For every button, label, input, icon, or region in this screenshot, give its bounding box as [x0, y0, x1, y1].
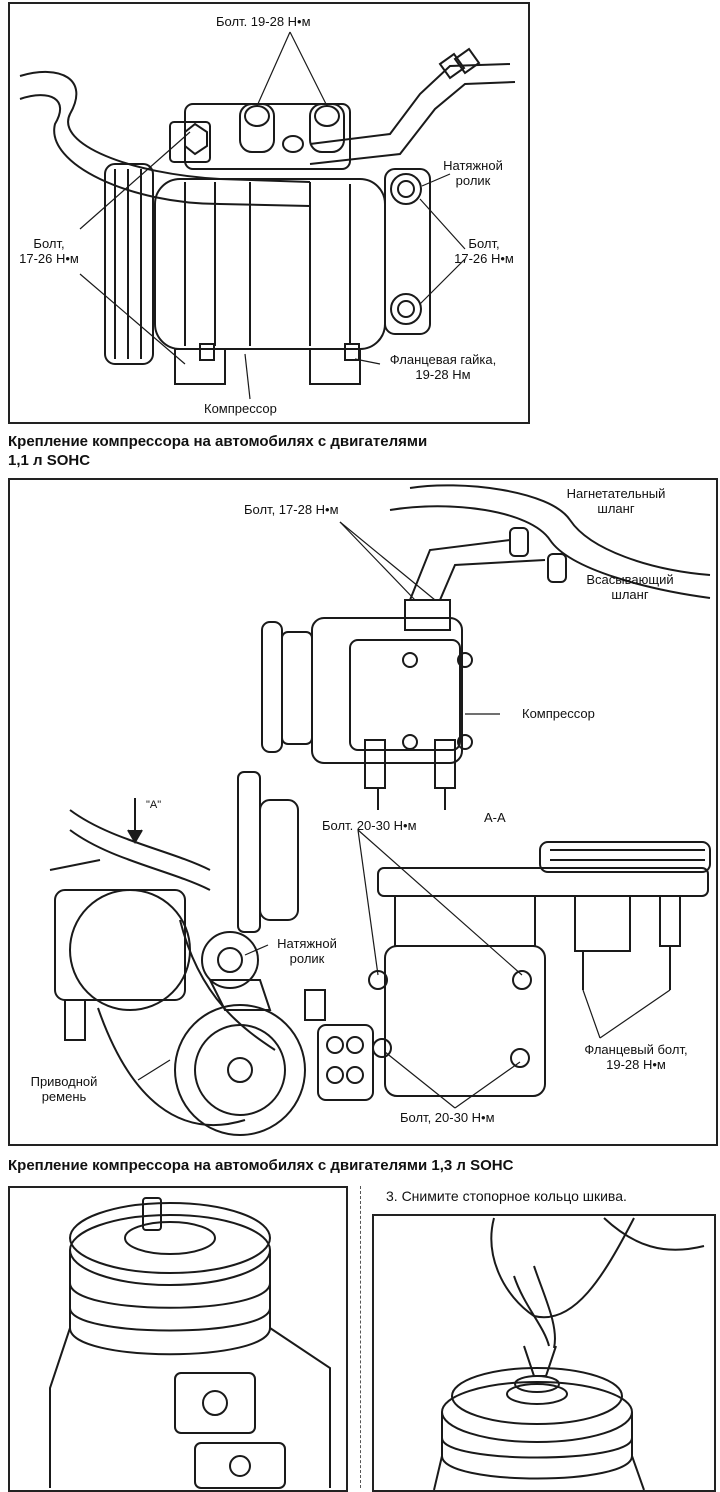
bolt-left-line-2: 17-26 Н•м: [19, 251, 79, 266]
discharge-hose-line-2: шланг: [597, 501, 635, 516]
caption-2: Крепление компрессора на автомобилях с д…: [8, 1157, 514, 1174]
caption-1-line-1: Крепление компрессора на автомобилях с д…: [8, 433, 428, 450]
suction-hose-label: Всасывающий шланг: [576, 572, 684, 602]
tensioner-line-1: Натяжной: [277, 936, 337, 951]
flange-bolt-line-1: Фланцевый болт,: [584, 1042, 688, 1057]
tensioner-line-2: ролик: [289, 951, 325, 966]
tensioner-line-2: ролик: [455, 173, 491, 188]
flange-nut-line-2: 19-28 Нм: [415, 367, 471, 382]
flange-bolt-line-2: 19-28 Н•м: [606, 1057, 666, 1072]
compressor-label: Компрессор: [522, 706, 595, 721]
view-arrow-label: "A": [146, 799, 162, 811]
figure-4-frame: [372, 1214, 716, 1492]
figure-3-frame: [8, 1186, 348, 1492]
flange-bolt-label: Фланцевый болт, 19-28 Н•м: [566, 1042, 706, 1072]
compressor-1-3-drawing: [49, 484, 711, 1136]
compressor-label: Компрессор: [204, 401, 277, 416]
step-3-text: 3. Снимите стопорное кольцо шкива.: [386, 1188, 627, 1204]
flange-nut-line-1: Фланцевая гайка,: [389, 352, 497, 367]
figure-2-frame: Болт, 17-28 Н•м Нагнетательный шланг Вса…: [8, 478, 718, 1146]
tensioner-label: Натяжной ролик: [264, 936, 350, 966]
bolt-right-line-1: Болт,: [468, 236, 500, 251]
tensioner-label: Натяжной ролик: [428, 158, 518, 188]
flange-nut-label: Фланцевая гайка, 19-28 Нм: [378, 352, 508, 382]
compressor-pulley-drawing: [49, 1197, 331, 1489]
drive-belt-line-1: Приводной: [30, 1074, 98, 1089]
tensioner-line-1: Натяжной: [443, 158, 503, 173]
bolt-left-label: Болт, 17-26 Н•м: [12, 236, 86, 266]
caption-1: Крепление компрессора на автомобилях с д…: [8, 432, 720, 470]
bolt-mid-label: Болт. 20-30 Н•м: [322, 818, 417, 833]
bolt-top-label: Болт. 19-28 Н•м: [216, 14, 311, 29]
bolt-right-label: Болт, 17-26 Н•м: [442, 236, 526, 266]
suction-hose-line-2: шланг: [611, 587, 649, 602]
compressor-1-1-drawing: [19, 31, 516, 400]
bolt-bottom-label: Болт, 20-30 Н•м: [400, 1110, 495, 1125]
bolt-right-line-2: 17-26 Н•м: [454, 251, 514, 266]
discharge-hose-line-1: Нагнетательный: [566, 486, 666, 501]
discharge-hose-label: Нагнетательный шланг: [556, 486, 676, 516]
suction-hose-line-1: Всасывающий: [586, 572, 674, 587]
caption-1-line-2: 1,1 л SOHC: [8, 452, 91, 469]
snap-ring-removal-drawing: [433, 1217, 705, 1490]
drive-belt-line-2: ремень: [41, 1089, 87, 1104]
figure-1-frame: Болт. 19-28 Н•м Натяжной ролик Болт, 17-…: [8, 2, 530, 424]
drive-belt-label: Приводной ремень: [14, 1074, 114, 1104]
section-label: А-А: [484, 810, 506, 825]
bolt-left-line-1: Болт,: [33, 236, 65, 251]
bolt-top-label: Болт, 17-28 Н•м: [244, 502, 339, 517]
column-divider: [360, 1186, 361, 1488]
